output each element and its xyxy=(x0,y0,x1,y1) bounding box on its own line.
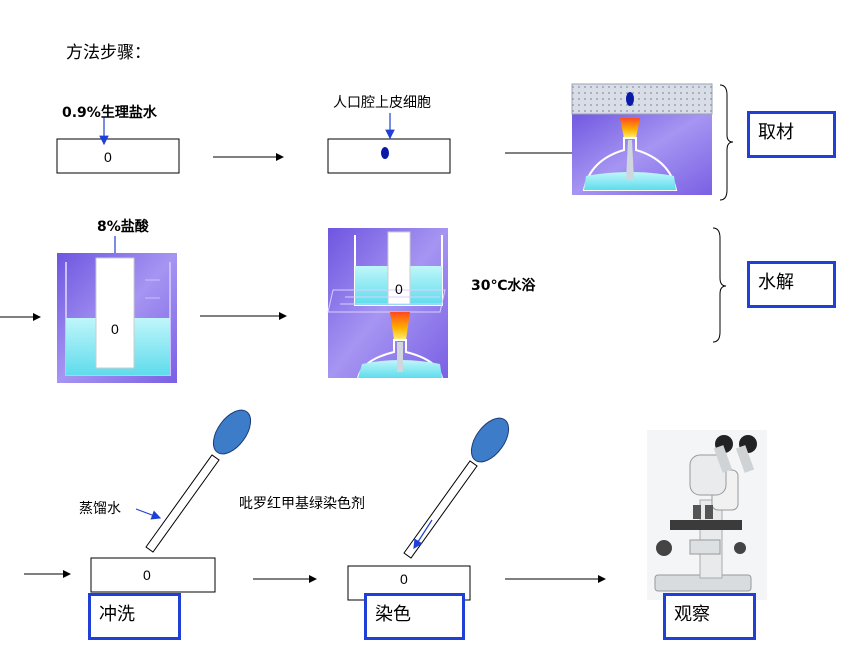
hcl-beaker xyxy=(57,253,177,383)
slide-cells xyxy=(327,138,451,174)
label-hcl: 8%盐酸 xyxy=(97,219,149,235)
brace-sampling xyxy=(719,84,734,201)
step-rinse: 冲洗 xyxy=(88,593,181,640)
step-sampling: 取材 xyxy=(747,111,836,158)
label-saline: 0.9%生理盐水 xyxy=(62,105,157,121)
swab-rinse xyxy=(145,409,252,553)
water-bath-illustration xyxy=(327,228,448,379)
oral-cell xyxy=(381,147,389,159)
arrow-water-label xyxy=(135,508,162,520)
step-observe: 观察 xyxy=(663,593,756,640)
page-title: 方法步骤： xyxy=(66,43,151,63)
slide-saline-mark: 0 xyxy=(104,149,112,165)
label-distilled-water: 蒸馏水 xyxy=(79,501,121,517)
slide-rinse xyxy=(90,557,216,593)
label-stain: 吡罗红甲基绿染色剂 xyxy=(239,496,365,512)
slide-hcl-mark: 0 xyxy=(111,321,119,337)
brace-hydrolysis xyxy=(712,227,727,343)
label-water-bath: 30℃水浴 xyxy=(471,278,536,294)
slide-rinse-mark: 0 xyxy=(143,567,151,583)
drying-illustration xyxy=(571,83,713,195)
slide-stain-mark: 0 xyxy=(400,571,408,587)
step-staining: 染色 xyxy=(364,593,465,640)
label-oral-cells: 人口腔上皮细胞 xyxy=(333,95,431,111)
slide-saline xyxy=(56,138,180,174)
arrow-stain-label xyxy=(413,519,433,550)
step-hydrolysis: 水解 xyxy=(747,261,836,308)
slide-bath-mark: 0 xyxy=(395,281,403,297)
swab-stain xyxy=(403,417,510,559)
microscope-illustration xyxy=(647,430,767,600)
